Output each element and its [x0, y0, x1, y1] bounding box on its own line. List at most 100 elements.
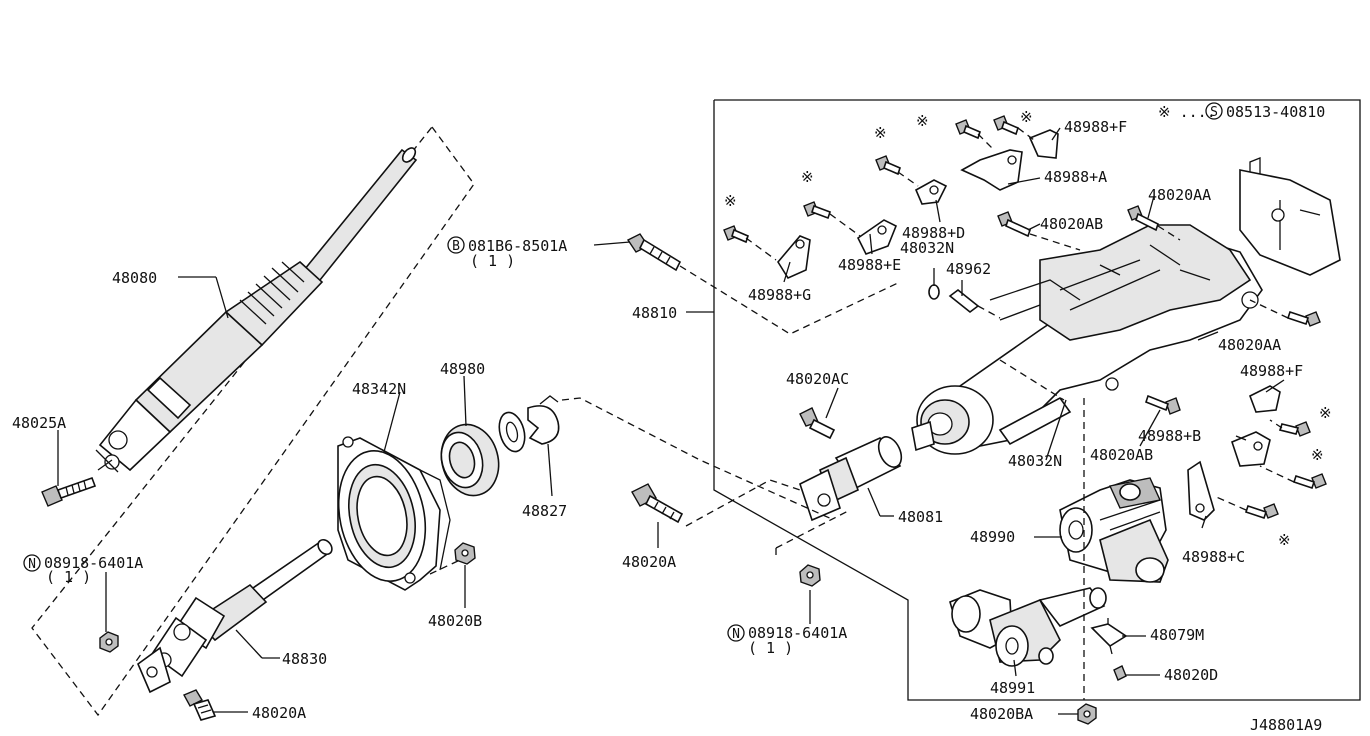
bolt-48020A-mid: [631, 483, 684, 524]
bracket-48988A: [960, 149, 1023, 191]
asterisk-markers: ※ ※ ※ ※ ※ ※ ※ ※: [724, 108, 1332, 549]
steering-column-48810: [911, 157, 1341, 455]
label-08918-left: 08918-6401A: [44, 554, 143, 572]
bolt-asterisk-8: [1244, 503, 1279, 520]
bolt-asterisk-5: [993, 115, 1019, 136]
label-48827: 48827: [522, 502, 567, 520]
svg-text:※: ※: [1278, 531, 1291, 549]
column-assembly-frame: [713, 99, 1361, 701]
svg-text:※: ※: [916, 112, 929, 130]
bolt-asterisk-1: [723, 225, 749, 244]
label-48962: 48962: [946, 260, 991, 278]
svg-text:※: ※: [801, 168, 814, 186]
circle-letter-B: B: [447, 236, 465, 254]
bracket-48988D: [914, 179, 948, 205]
label-48988C: 48988+C: [1182, 548, 1245, 566]
label-48988D: 48988+D: [902, 224, 965, 242]
dashed-connectors: [429, 127, 1295, 700]
bolt-asterisk-7: [1292, 473, 1327, 490]
label-08918-mid: 08918-6401A: [748, 624, 847, 642]
svg-text:N: N: [732, 627, 740, 642]
bolt-asterisk-6: [1278, 421, 1311, 437]
label-08918-mid-qty: ( 1 ): [748, 639, 793, 657]
bolt-asterisk-3: [875, 155, 901, 176]
label-48988E: 48988+E: [838, 256, 901, 274]
label-081B6-qty: ( 1 ): [470, 252, 515, 270]
svg-text:※: ※: [1319, 404, 1332, 422]
bolt-48020D: [1113, 665, 1127, 681]
circle-letter-N-left: N: [23, 554, 41, 572]
nut-48020B: [454, 542, 476, 565]
svg-text:※: ※: [1020, 108, 1033, 126]
svg-text:※: ※: [874, 124, 887, 142]
bracket-48988C: [1187, 460, 1215, 521]
label-48988A: 48988+A: [1044, 168, 1107, 186]
circle-letter-N-mid: N: [727, 624, 745, 642]
bolt-48020AA-top: [1127, 205, 1159, 232]
bracket-48988G: [777, 235, 811, 280]
label-48990: 48990: [970, 528, 1015, 546]
bolt-48020AC: [799, 407, 836, 440]
label-48830: 48830: [282, 650, 327, 668]
bracket-48988F-top: [1028, 129, 1059, 159]
legend-code: 08513-40810: [1226, 103, 1325, 121]
washer-48032N-top: [928, 284, 940, 300]
bolt-asterisk-2: [803, 201, 832, 220]
bracket-48988E: [856, 219, 898, 255]
label-48810: 48810: [632, 304, 677, 322]
label-48081: 48081: [898, 508, 943, 526]
leader-lines: [57, 127, 1285, 715]
motor-48990: [1059, 477, 1169, 583]
label-081B6: 081B6-8501A: [468, 237, 567, 255]
bolt-48025A: [41, 476, 97, 507]
svg-text:S: S: [1210, 105, 1218, 120]
bolt-48020AA-right: [1286, 310, 1321, 327]
label-48020AA-top: 48020AA: [1148, 186, 1211, 204]
label-48032N-top: 48032N: [900, 239, 954, 257]
svg-text:B: B: [452, 239, 460, 254]
lower-shaft-dashed-outline: [31, 126, 475, 717]
nut-48020BA: [1077, 703, 1097, 725]
nut-08918-left: [99, 631, 119, 653]
label-48032N-bottom: 48032N: [1008, 452, 1062, 470]
circle-letter-S: S: [1205, 102, 1223, 120]
label-48342N: 48342N: [352, 380, 406, 398]
label-48080: 48080: [112, 269, 157, 287]
diagram-id: J48801A9: [1250, 716, 1322, 734]
label-48991: 48991: [990, 679, 1035, 697]
bolt-48020A-bottom: [183, 689, 217, 721]
label-48020D: 48020D: [1164, 666, 1218, 684]
bracket-48079M: [1090, 618, 1128, 655]
label-48020AC: 48020AC: [786, 370, 849, 388]
label-48020B: 48020B: [428, 612, 482, 630]
lower-shaft-48830: [137, 538, 333, 694]
nut-08918-mid: [799, 564, 821, 587]
clip-48827: [498, 395, 560, 453]
svg-text:※: ※: [1311, 446, 1324, 464]
part-labels: ※ .... 08513-40810 48080 48025A 08918-64…: [12, 103, 1325, 734]
label-48980: 48980: [440, 360, 485, 378]
svg-text:※: ※: [724, 192, 737, 210]
bracket-48988F-right: [1248, 385, 1281, 413]
bolt-48020AB-mid: [1145, 394, 1181, 415]
label-48988B: 48988+B: [1138, 427, 1201, 445]
svg-text:N: N: [28, 557, 36, 572]
label-48020BA: 48020BA: [970, 705, 1033, 723]
bracket-48988B: [1231, 431, 1271, 467]
legend-symbol: ※ ....: [1158, 103, 1216, 121]
label-48020AB-top: 48020AB: [1040, 215, 1103, 233]
label-48988F-right: 48988+F: [1240, 362, 1303, 380]
pin-48962: [948, 288, 980, 314]
label-48020AA-right: 48020AA: [1218, 336, 1281, 354]
label-08918-left-qty: ( 1 ): [46, 568, 91, 586]
bolt-48020AB-top: [997, 211, 1031, 238]
bolt-081B6: [626, 233, 682, 272]
label-48079M: 48079M: [1150, 626, 1204, 644]
seal-48980: [440, 423, 500, 497]
label-48988G: 48988+G: [748, 286, 811, 304]
label-48020AB-mid: 48020AB: [1090, 446, 1153, 464]
bolt-asterisk-4: [955, 119, 981, 140]
joint-48081: [799, 436, 903, 522]
label-48020A-bottom: 48020A: [252, 704, 306, 722]
